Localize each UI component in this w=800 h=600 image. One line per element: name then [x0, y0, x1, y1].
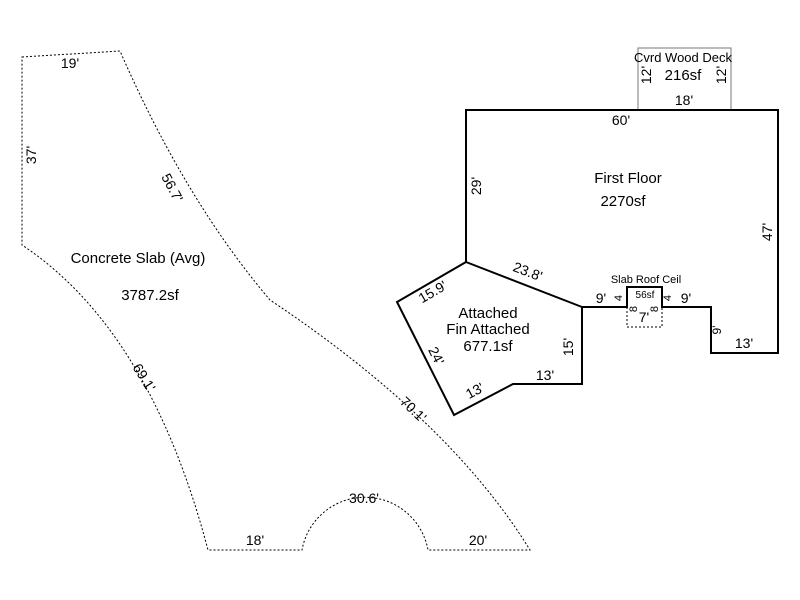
ff-dim-left: 29'	[468, 177, 484, 195]
first-floor-name: First Floor	[594, 170, 662, 187]
slab-roof-dim-left-top: 4	[613, 295, 625, 301]
slab-name: Concrete Slab (Avg)	[71, 250, 206, 267]
ff-dim-bottom-right: 13'	[735, 335, 753, 351]
slab-dim-left: 37'	[23, 146, 39, 164]
slab-roof-dim-right-top: 4	[662, 295, 674, 301]
slab-dim-top: 19'	[61, 55, 79, 71]
slab-roof-dim-bottom: 7'	[639, 309, 649, 325]
att-dim-bottom: 13'	[536, 367, 554, 383]
slab-dim-bottom-left: 18'	[246, 532, 264, 548]
attached-subname: Fin Attached	[446, 321, 529, 338]
deck-dim-right: 12'	[713, 66, 729, 84]
deck-dim-left: 12'	[638, 66, 654, 84]
ff-dim-top: 60'	[612, 112, 630, 128]
ff-dim-notch: 9'	[710, 326, 724, 335]
att-dim-right: 15'	[560, 338, 576, 356]
ff-dim-right: 47'	[759, 223, 775, 241]
slab-roof-dim-right-bottom: 8	[649, 306, 661, 312]
slab-roof-area: 56sf	[636, 290, 655, 301]
concrete-slab-outline[interactable]	[21, 50, 531, 551]
slab-roof-dim-left-bottom: 8	[628, 306, 640, 312]
slab-dim-bottom-right: 20'	[469, 532, 487, 548]
att-dim-top: 23.8'	[511, 259, 545, 285]
first-floor-area: 2270sf	[600, 193, 646, 210]
deck-dim-bottom: 18'	[675, 92, 693, 108]
deck-area: 216sf	[665, 67, 703, 84]
slab-roof-name: Slab Roof Ceil	[611, 274, 681, 286]
slab-dim-lower-left: 69.1'	[130, 360, 159, 394]
att-dim-left: 24'	[425, 344, 448, 368]
slab-dim-upper-right: 56.7'	[158, 171, 186, 205]
attached-area: 677.1sf	[463, 338, 513, 355]
slab-dim-lower-right: 70.1'	[397, 393, 430, 425]
slab-roof-outline[interactable]	[626, 307, 663, 328]
att-dim-bottom-diag: 13'	[463, 379, 487, 402]
slab-area: 3787.2sf	[121, 287, 179, 304]
attached-outline[interactable]	[395, 260, 583, 417]
deck-name: Cvrd Wood Deck	[634, 50, 733, 65]
att-dim-upper-left: 15.9'	[416, 277, 450, 306]
ff-dim-right-step: 9'	[681, 290, 691, 306]
attached-name: Attached	[458, 305, 517, 322]
slab-dim-arc: 30.6'	[349, 490, 379, 506]
first-floor-outline[interactable]	[465, 109, 779, 354]
ff-dim-left-step: 9'	[596, 290, 606, 306]
